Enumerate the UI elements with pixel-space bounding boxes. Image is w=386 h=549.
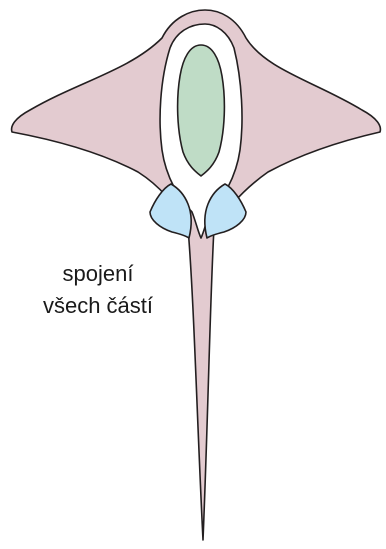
caption-line-2: všech částí (0, 291, 198, 321)
center-organ (178, 45, 225, 176)
caption-line-1: spojení (0, 259, 198, 289)
